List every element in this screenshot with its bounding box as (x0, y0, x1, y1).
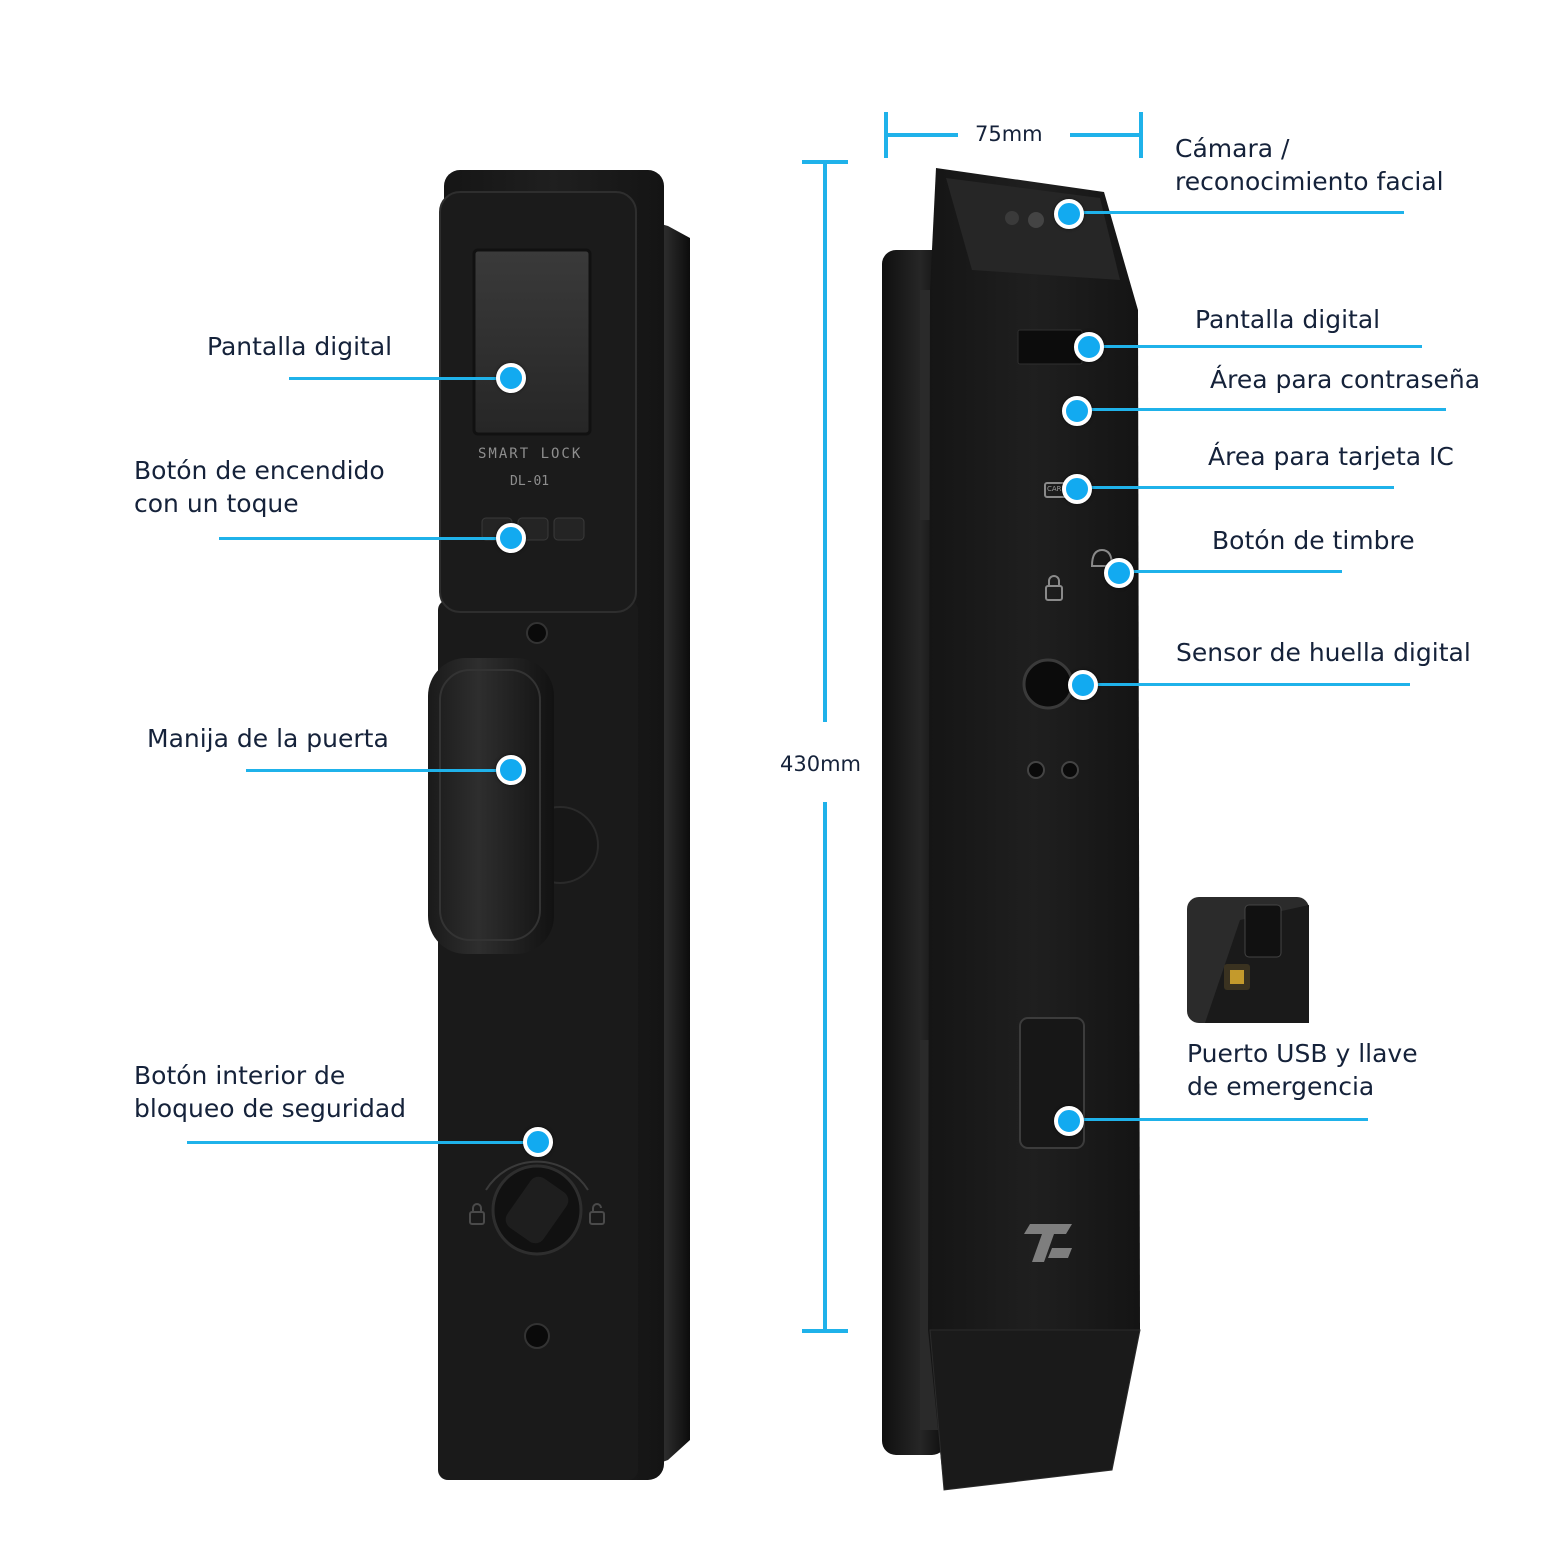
callout-dot (1062, 474, 1092, 504)
height-dimension-label: 430mm (780, 752, 861, 776)
callout-line (246, 769, 509, 772)
callout-dot (1074, 332, 1104, 362)
callout-line (1090, 345, 1422, 348)
callout-dot (523, 1127, 553, 1157)
callout-dot (1062, 396, 1092, 426)
usb-port-inset (1187, 897, 1309, 1023)
label-right-usb-line1: Puerto USB y llave (1187, 1039, 1418, 1068)
label-right-card: Área para tarjeta IC (1208, 442, 1454, 471)
lock-icons-left (469, 1203, 605, 1225)
width-dimension-label: 75mm (975, 122, 1043, 146)
screen-brand-text: SMART LOCK (478, 446, 583, 462)
callout-dot (1054, 199, 1084, 229)
callout-dot (496, 755, 526, 785)
callout-line (1120, 570, 1342, 573)
label-right-screen: Pantalla digital (1195, 305, 1381, 334)
label-left-screen: Pantalla digital (207, 332, 393, 361)
label-right-fingerprint: Sensor de huella digital (1176, 638, 1471, 667)
label-right-bell: Botón de timbre (1212, 526, 1415, 555)
callout-line (1070, 211, 1404, 214)
callout-line (219, 537, 509, 540)
callout-dot (496, 363, 526, 393)
callout-line (1078, 486, 1394, 489)
screen-model-text: DL-01 (510, 474, 550, 489)
label-right-camera-line1: Cámara / (1175, 134, 1290, 163)
callout-dot (1054, 1106, 1084, 1136)
label-left-power-line2: con un toque (134, 489, 299, 518)
label-left-safety-line2: bloqueo de seguridad (134, 1094, 407, 1123)
callout-dot (1104, 558, 1134, 588)
card-icon-text: CARD (1047, 485, 1067, 493)
label-left-power-line1: Botón de encendido (134, 456, 385, 485)
left-lock (428, 170, 690, 1480)
right-lock (882, 168, 1141, 1491)
label-right-password: Área para contraseña (1210, 365, 1481, 394)
callout-line (187, 1141, 537, 1144)
callout-line (1070, 1118, 1368, 1121)
label-left-handle: Manija de la puerta (147, 724, 389, 753)
brand-logo (1024, 1224, 1072, 1262)
callout-line (1084, 683, 1410, 686)
callout-line (1078, 408, 1446, 411)
label-right-camera-line2: reconocimiento facial (1175, 167, 1444, 196)
dimension-markers (802, 112, 1143, 1333)
callout-dot (496, 523, 526, 553)
label-left-safety-line1: Botón interior de (134, 1061, 346, 1090)
callout-dot (1068, 670, 1098, 700)
label-right-usb-line2: de emergencia (1187, 1072, 1375, 1101)
callout-line (289, 377, 509, 380)
